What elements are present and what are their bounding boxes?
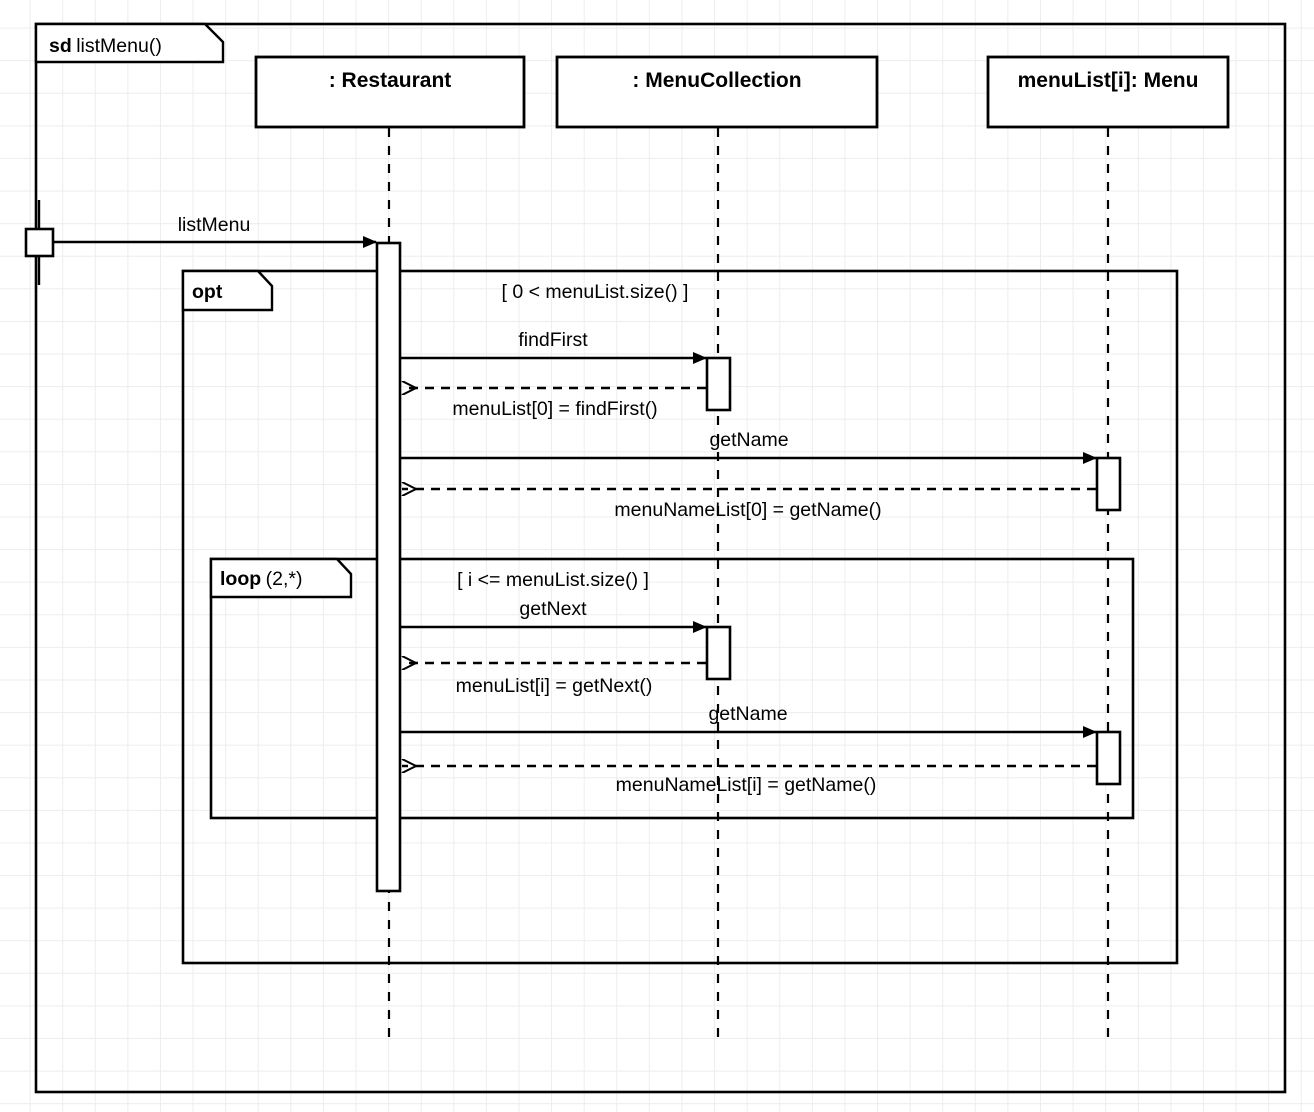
loop-fragment-guard: [ i <= menuList.size() ] — [457, 569, 649, 591]
sd-frame-border — [34, 22, 1287, 1094]
message-label-findfirst-return: menuList[0] = findFirst() — [452, 398, 658, 420]
activation-bar-menu-getname-loop — [1095, 730, 1122, 786]
loop-fragment-tag — [209, 557, 353, 599]
opt-fragment-tag — [181, 269, 274, 312]
lifeline-head-menucollection[interactable] — [555, 55, 879, 129]
message-label-findfirst: findFirst — [518, 329, 588, 351]
opt-fragment-label: opt — [192, 281, 223, 303]
activation-bar-restaurant — [375, 241, 402, 893]
found-message-origin-box — [24, 227, 55, 258]
opt-fragment-kind: opt — [192, 281, 223, 303]
lifeline-head-restaurant[interactable] — [254, 55, 526, 129]
lifeline-label-menu: menuList[i]: Menu — [1017, 69, 1199, 92]
loop-fragment-label: loop (2,*) — [220, 568, 303, 590]
opt-fragment-box — [181, 269, 1179, 965]
message-label-getnext-return: menuList[i] = getNext() — [455, 675, 653, 697]
loop-fragment-args: (2,*) — [265, 568, 303, 590]
message-label-getname-first-return: menuNameList[0] = getName() — [614, 499, 882, 521]
loop-fragment-kind: loop — [220, 568, 262, 590]
message-label-listmenu: listMenu — [177, 214, 251, 236]
message-label-getnext: getNext — [519, 598, 587, 620]
lifeline-label-menucollection: : MenuCollection — [632, 69, 802, 92]
sd-frame-label: sd listMenu() — [49, 35, 162, 57]
lifeline-label-restaurant: : Restaurant — [328, 69, 452, 92]
activation-bar-menucollection-getnext — [705, 625, 732, 681]
sd-frame-kind: sd — [49, 35, 72, 57]
activation-bar-menu-getname-first — [1095, 456, 1122, 512]
lifeline-head-menu[interactable] — [986, 55, 1230, 129]
sd-frame-name: listMenu() — [76, 35, 162, 57]
message-label-getname-loop: getName — [708, 703, 788, 725]
message-label-getname-loop-return: menuNameList[i] = getName() — [615, 774, 877, 796]
message-label-getname-first: getName — [709, 429, 789, 451]
opt-fragment-guard: [ 0 < menuList.size() ] — [501, 281, 689, 303]
activation-bar-menucollection-findfirst — [705, 356, 732, 412]
sd-frame-tag — [34, 22, 225, 64]
loop-fragment-box — [209, 557, 1135, 820]
